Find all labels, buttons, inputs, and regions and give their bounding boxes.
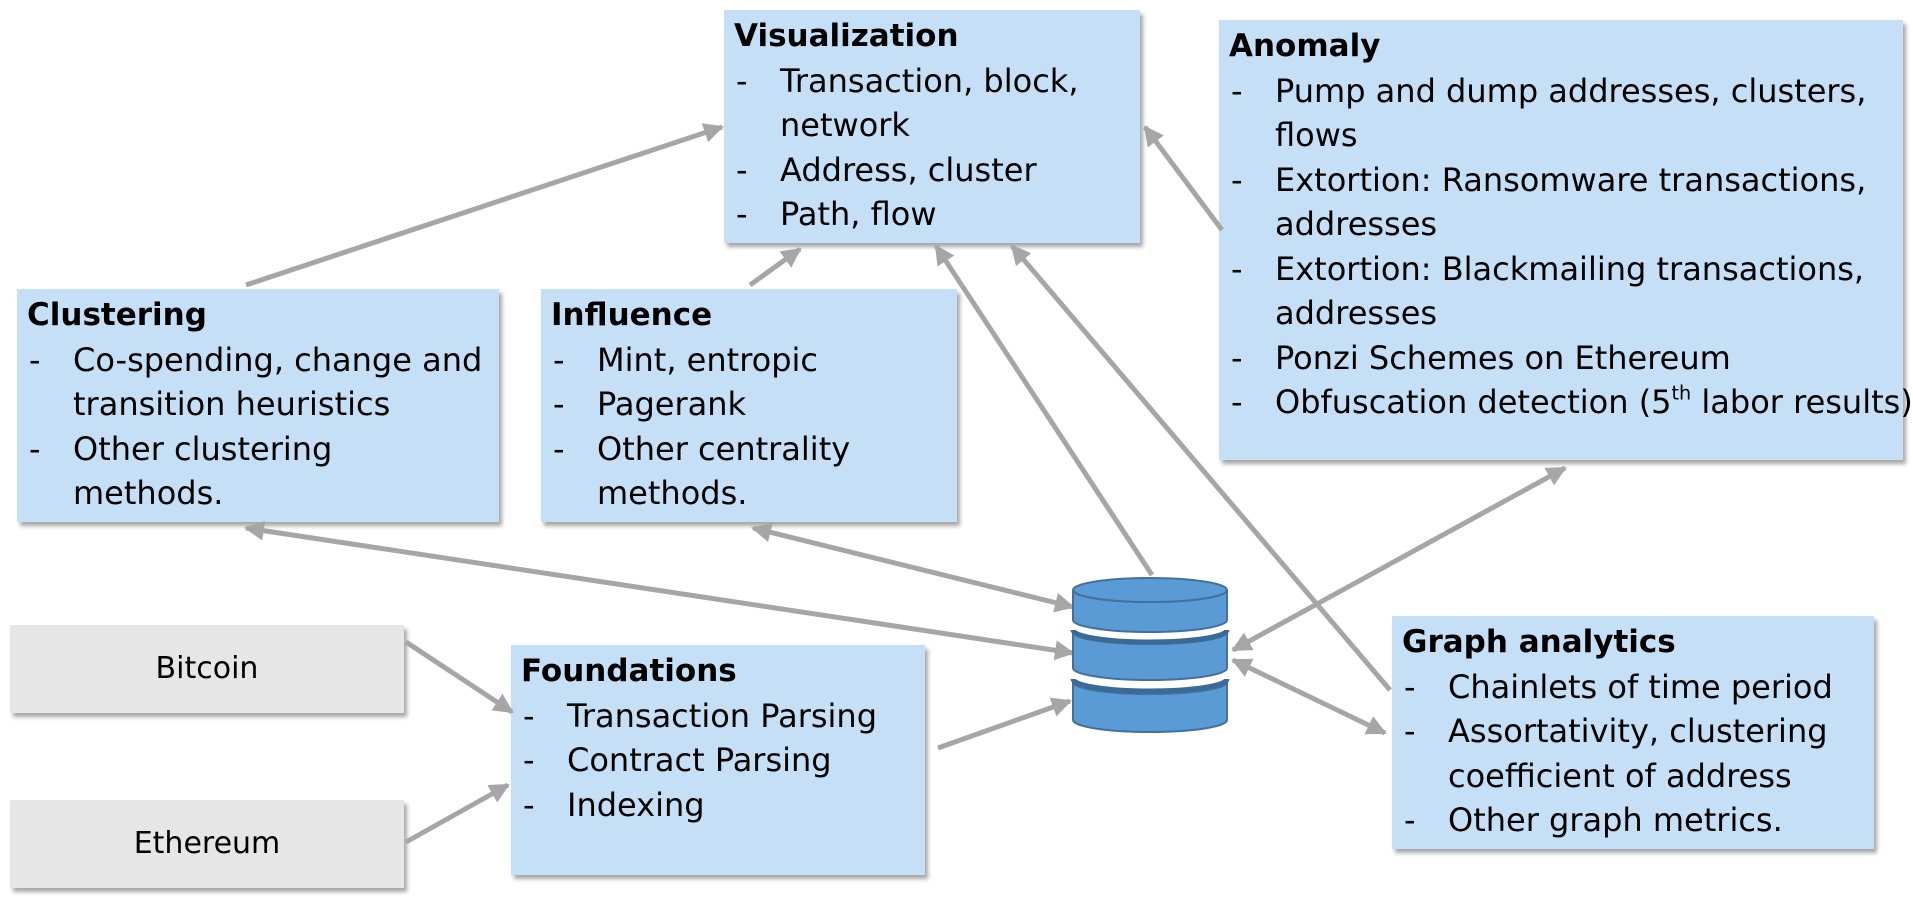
ethereum-label: Ethereum xyxy=(133,825,281,861)
list-item: Mint, entropic xyxy=(551,338,949,383)
list-item: Pump and dump addresses, clusters, flows xyxy=(1229,69,1895,158)
list-item: Other clustering methods. xyxy=(27,427,491,516)
list-item: Contract Parsing xyxy=(521,738,917,783)
list-item: Indexing xyxy=(521,783,917,828)
clustering-box: Clustering Co-spending, change and trans… xyxy=(17,289,499,522)
list-item: Pagerank xyxy=(551,382,949,427)
list-item: Extortion: Ransomware transactions, addr… xyxy=(1229,158,1895,247)
list-item: Assortativity, clustering coefficient of… xyxy=(1402,709,1866,798)
list-item: Chainlets of time period xyxy=(1402,665,1866,710)
anomaly-title: Anomaly xyxy=(1229,28,1381,64)
list-item: Transaction, block, network xyxy=(734,59,1132,148)
influence-list: Mint, entropic Pagerank Other centrality… xyxy=(551,338,949,516)
clustering-title: Clustering xyxy=(27,297,207,333)
list-item: Other centrality methods. xyxy=(551,427,949,516)
ethereum-box: Ethereum xyxy=(10,800,404,888)
foundations-box: Foundations Transaction Parsing Contract… xyxy=(511,645,925,875)
influence-box: Influence Mint, entropic Pagerank Other … xyxy=(541,289,957,522)
list-item-text: labor results) xyxy=(1691,383,1913,421)
bitcoin-label: Bitcoin xyxy=(155,650,259,686)
list-item: Other graph metrics. xyxy=(1402,798,1866,843)
clustering-list: Co-spending, change and transition heuri… xyxy=(27,338,491,516)
list-item: Path, flow xyxy=(734,192,1132,237)
superscript: th xyxy=(1671,381,1692,405)
visualization-title: Visualization xyxy=(734,18,959,54)
list-item: Address, cluster xyxy=(734,148,1132,193)
bitcoin-box: Bitcoin xyxy=(10,625,404,713)
visualization-box: Visualization Transaction, block, networ… xyxy=(724,10,1140,243)
foundations-list: Transaction Parsing Contract Parsing Ind… xyxy=(521,694,917,828)
graph-analytics-list: Chainlets of time period Assortativity, … xyxy=(1402,665,1866,843)
graph-analytics-box: Graph analytics Chainlets of time period… xyxy=(1392,616,1874,849)
list-item: Transaction Parsing xyxy=(521,694,917,739)
influence-title: Influence xyxy=(551,297,713,333)
visualization-list: Transaction, block, network Address, clu… xyxy=(734,59,1132,237)
list-item: Co-spending, change and transition heuri… xyxy=(27,338,491,427)
